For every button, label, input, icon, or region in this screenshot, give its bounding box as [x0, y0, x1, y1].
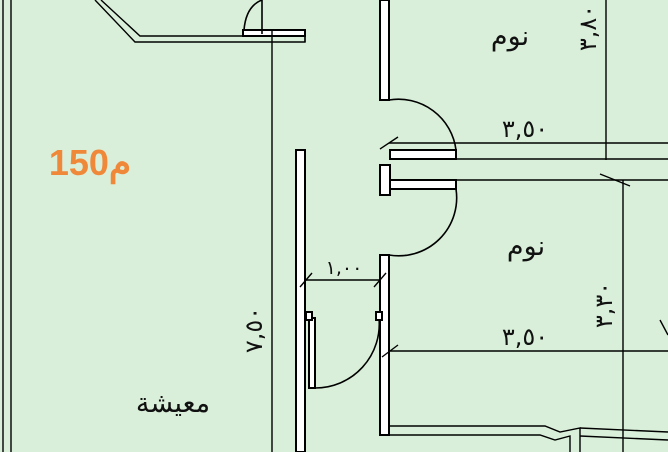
dim-bedroom-top-width: ٣,٥٠ [502, 115, 548, 143]
bottom-wall [380, 425, 668, 452]
dim-bedroom-top-height: ٣,٨٠ [574, 5, 602, 51]
corridor-width-line [299, 272, 387, 288]
bedroom-wall-middle [379, 164, 391, 196]
corridor-left-wall [295, 149, 306, 452]
area-label: 150م [49, 142, 131, 185]
bedroom-wall-upper [379, 0, 390, 101]
top-angled-wall [94, 0, 306, 43]
outer-left-wall [2, 0, 12, 452]
room-label-living: معيشة [136, 388, 210, 419]
bedroom-top-door [388, 98, 457, 151]
dim-bedroom-bottom-height: ٣,٣٠ [590, 282, 618, 328]
room-label-bedroom-top: نوم [491, 21, 529, 52]
corridor-door [305, 311, 383, 389]
bedroom-top-width-line [379, 136, 668, 150]
dim-living-height: ٧,٥٠ [240, 307, 268, 353]
bedroom-bottom-door [388, 188, 458, 257]
bedroom-partition [389, 149, 668, 190]
bedroom-wall-lower [379, 254, 390, 436]
room-label-bedroom-bottom: نوم [507, 231, 545, 262]
bedroom-bottom-width-line [381, 344, 668, 358]
dim-corridor-width: ١,٠٠ [326, 257, 363, 279]
top-door [243, 0, 263, 34]
dim-bedroom-bottom-width: ٣,٥٠ [502, 323, 548, 351]
